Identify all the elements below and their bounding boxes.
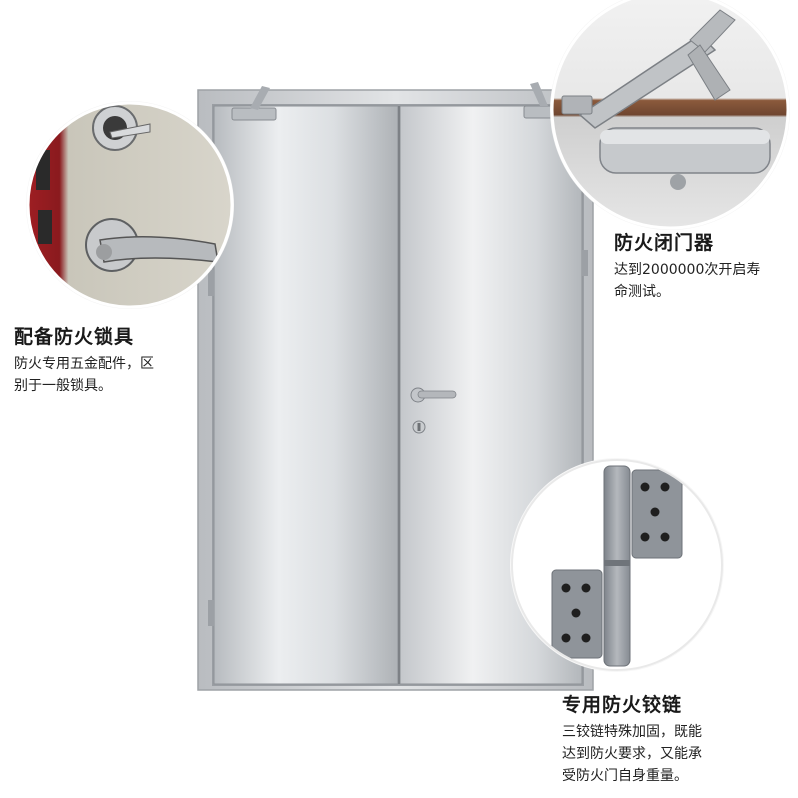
- hinge-feature-desc-line-2: 达到防火要求，又能承: [562, 746, 702, 762]
- lock-feature-title: 配备防火锁具: [14, 326, 135, 348]
- lock-feature-desc-line-1: 防火专用五金配件，区: [14, 356, 154, 372]
- door-handle: [410, 387, 457, 434]
- closer-feature-title: 防火闭门器: [614, 232, 715, 254]
- closer-feature-desc-line-2: 命测试。: [614, 284, 670, 300]
- hinge-feature-desc-line-3: 受防火门自身重量。: [562, 768, 688, 784]
- hinge-feature-label: 专用防火铰链 三铰链特殊加固，既能 达到防火要求，又能承 受防火门自身重量。: [562, 690, 794, 787]
- closer-feature-label: 防火闭门器 达到2000000次开启寿 命测试。: [614, 228, 796, 303]
- closer-feature-desc-line-1: 达到2000000次开启寿: [614, 262, 761, 278]
- lock-feature-label: 配备防火锁具 防火专用五金配件，区 别于一般锁具。: [14, 322, 204, 397]
- hinge-feature-title: 专用防火铰链: [562, 694, 683, 716]
- lock-feature-desc-line-2: 别于一般锁具。: [14, 378, 112, 394]
- closer-detail-photo: [550, 0, 790, 230]
- hinge-detail-photo: [510, 458, 724, 672]
- lock-detail-photo: [26, 101, 234, 309]
- left-door-leaf: [213, 105, 399, 685]
- hinge-feature-desc-line-1: 三铰链特殊加固，既能: [562, 724, 702, 740]
